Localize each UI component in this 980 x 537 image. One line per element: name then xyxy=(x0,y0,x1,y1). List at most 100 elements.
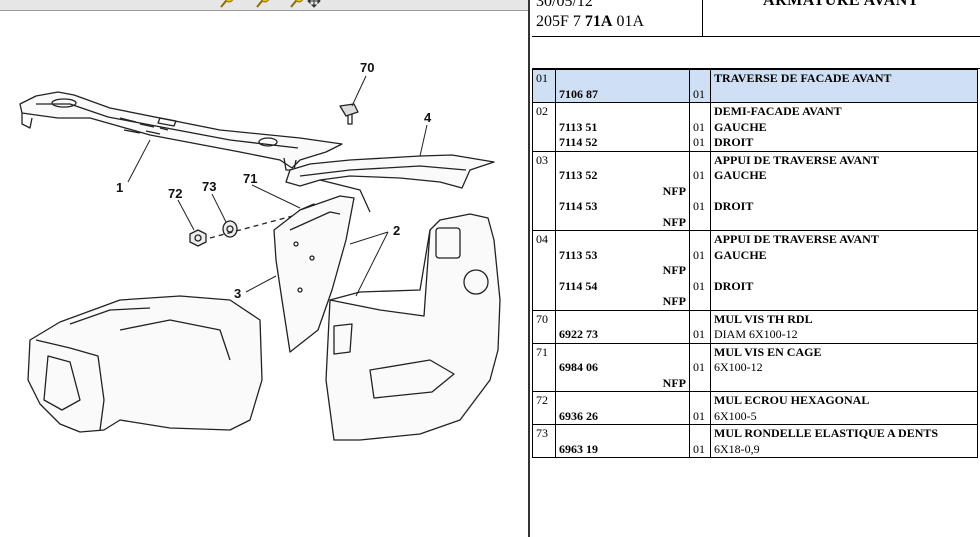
quantity xyxy=(693,426,707,442)
callout-2[interactable]: 2 xyxy=(393,223,400,238)
row-ref: 73 xyxy=(532,424,556,458)
callout-1[interactable]: 1 xyxy=(116,180,123,195)
description: DIAM 6X100-12 xyxy=(714,327,798,341)
description: APPUI DE TRAVERSE AVANT xyxy=(714,232,879,246)
zoom-pan-icon[interactable] xyxy=(290,0,324,9)
part-number xyxy=(559,393,686,409)
description: MUL RONDELLE ELASTIQUE A DENTS xyxy=(714,426,939,440)
part-2-half-front[interactable] xyxy=(325,213,501,441)
part-72-nut[interactable] xyxy=(189,229,207,247)
part-number xyxy=(559,104,686,120)
callout-71[interactable]: 71 xyxy=(243,171,257,186)
quantity: 01 xyxy=(693,278,705,293)
description: DROIT xyxy=(714,135,754,149)
quantity xyxy=(693,184,707,200)
row-part-number: 6936 26 xyxy=(555,391,690,425)
ref-text: 01 xyxy=(536,71,548,85)
part-number xyxy=(559,345,686,361)
zoom-out-icon[interactable] xyxy=(256,0,272,9)
nfp-flag: NFP xyxy=(662,375,686,390)
description: GAUCHE xyxy=(714,168,767,182)
quantity: 01 xyxy=(693,119,705,134)
row-quantity: 01 xyxy=(689,391,711,425)
callout-73[interactable]: 73 xyxy=(202,179,216,194)
quantity xyxy=(693,215,707,231)
part-number: 7113 53 xyxy=(559,247,598,262)
quantity: 01 xyxy=(693,135,705,149)
nfp-flag: NFP xyxy=(662,214,686,229)
part-number xyxy=(559,232,686,248)
row-part-number: 7106 87 xyxy=(555,69,690,103)
part-number: 7114 52 xyxy=(559,135,598,149)
header-code: 205F 7 71A 01A xyxy=(536,13,645,30)
description: DEMI-FACADE AVANT xyxy=(714,104,842,118)
part-number: 7113 51 xyxy=(559,119,598,134)
quantity: 01 xyxy=(693,247,705,262)
description: GAUCHE xyxy=(714,247,767,262)
part-3-support[interactable] xyxy=(273,195,355,353)
callout-72[interactable]: 72 xyxy=(168,186,182,201)
row-ref: 04 xyxy=(532,230,556,311)
ref-text: 02 xyxy=(536,104,548,118)
part-4-crossmember-support[interactable] xyxy=(285,154,495,213)
part-73-washer[interactable] xyxy=(222,220,238,238)
row-ref: 01 xyxy=(532,69,556,103)
row-description: TRAVERSE DE FACADE AVANT xyxy=(710,69,978,103)
ref-text: 71 xyxy=(536,344,548,359)
part-number: 6922 73 xyxy=(559,327,598,341)
quantity xyxy=(693,104,707,120)
callout-4[interactable]: 4 xyxy=(424,110,432,125)
description: APPUI DE TRAVERSE AVANT xyxy=(714,152,879,167)
description: 6X100-12 xyxy=(714,360,763,374)
row-quantity: 01 xyxy=(689,309,711,344)
row-quantity: 01 xyxy=(689,69,711,103)
header-date: 30/05/12 xyxy=(536,0,593,10)
part-number xyxy=(559,312,686,328)
ref-text: 70 xyxy=(536,311,548,326)
description: MUL VIS TH RDL xyxy=(714,311,813,326)
description: DROIT xyxy=(714,199,754,213)
description: DROIT xyxy=(714,278,754,293)
part-number: 6936 26 xyxy=(559,408,598,423)
description: GAUCHE xyxy=(714,119,767,134)
row-quantity: 01 01 xyxy=(689,230,711,311)
row-quantity: 01 xyxy=(689,342,711,392)
row-ref: 02 xyxy=(532,102,556,152)
quantity: 01 xyxy=(693,199,705,213)
ref-text: 72 xyxy=(536,393,548,407)
zoom-in-icon[interactable] xyxy=(220,0,236,9)
leader-lines xyxy=(127,75,428,297)
exploded-parts-diagram: 70 4 1 72 73 71 2 3 xyxy=(19,60,501,441)
callout-70[interactable]: 70 xyxy=(360,60,374,75)
row-part-number: 6963 19 xyxy=(555,424,690,458)
part-number: 6963 19 xyxy=(559,441,598,456)
description: 6X100-5 xyxy=(714,408,757,423)
row-ref: 03 xyxy=(532,150,556,231)
row-ref: 71 xyxy=(532,342,556,392)
callout-3[interactable]: 3 xyxy=(234,286,241,301)
quantity xyxy=(693,263,707,279)
quantity xyxy=(693,312,707,328)
description xyxy=(714,87,974,103)
part-number xyxy=(559,71,686,87)
part-number: 7114 54 xyxy=(559,278,598,293)
part-1-front-crossmember[interactable] xyxy=(19,91,343,171)
quantity: 01 xyxy=(693,86,705,101)
part-70-screw[interactable] xyxy=(339,103,359,125)
